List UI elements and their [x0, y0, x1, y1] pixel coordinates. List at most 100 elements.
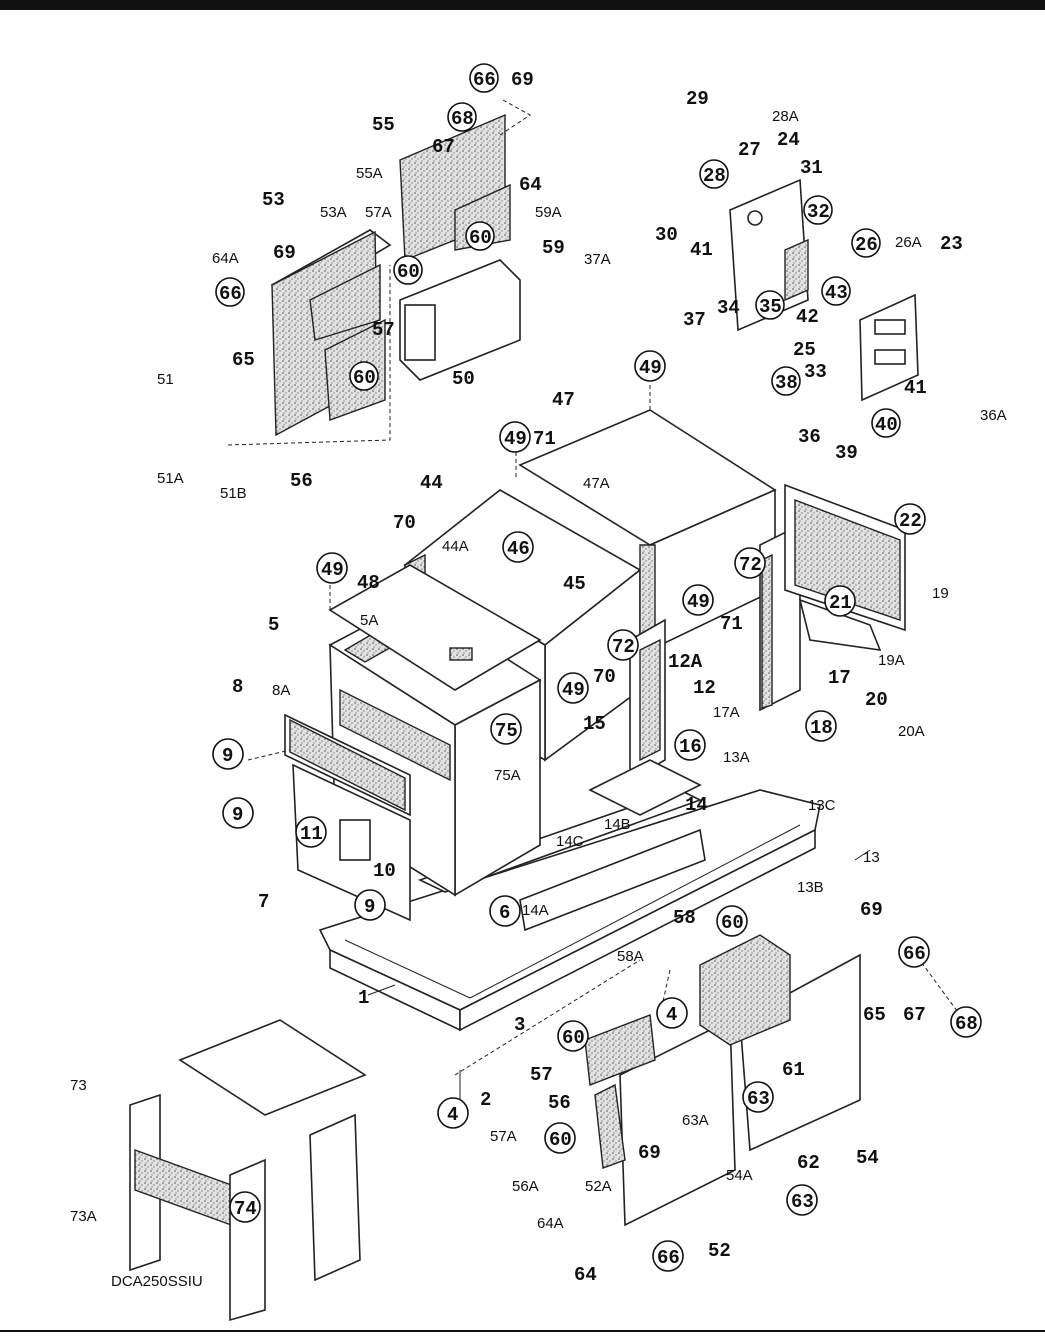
label-6: 6 [499, 902, 510, 924]
label-12A: 12A [668, 651, 703, 673]
label-13B: 13B [797, 879, 824, 896]
label-14: 14 [685, 794, 708, 816]
label-29: 29 [686, 88, 709, 110]
label-18: 18 [810, 717, 833, 739]
label-56A: 56A [512, 1178, 539, 1195]
label-19: 19 [932, 585, 949, 602]
label-66-circle: 66 [473, 69, 496, 91]
label-56: 56 [290, 470, 313, 492]
label-68: 68 [451, 108, 474, 130]
label-33: 33 [804, 361, 827, 383]
label-35: 35 [759, 296, 782, 318]
label-5: 5 [268, 614, 279, 636]
label-66-b: 66 [219, 283, 242, 305]
label-13: 13 [863, 849, 880, 866]
footer-rule [0, 1330, 1045, 1332]
label-65-b: 65 [863, 1004, 886, 1026]
label-34: 34 [717, 297, 740, 319]
label-63-a: 63 [747, 1088, 770, 1110]
label-16: 16 [679, 736, 702, 758]
label-37A: 37A [584, 251, 611, 268]
label-43: 43 [825, 282, 848, 304]
label-69: 69 [511, 69, 534, 91]
label-11: 11 [300, 823, 323, 845]
model-caption: DCA250SSIU [111, 1273, 203, 1290]
label-20: 20 [865, 689, 888, 711]
label-49-e: 49 [562, 679, 585, 701]
label-66-d: 66 [657, 1247, 680, 1269]
label-73: 73 [70, 1077, 87, 1094]
label-54A: 54A [726, 1167, 753, 1184]
label-49-a: 49 [639, 357, 662, 379]
label-47: 47 [552, 389, 575, 411]
label-75: 75 [495, 720, 518, 742]
label-49-b: 49 [504, 428, 527, 450]
label-52A: 52A [585, 1178, 612, 1195]
label-64: 64 [519, 174, 542, 196]
label-24: 24 [777, 129, 800, 151]
label-9-b: 9 [232, 804, 243, 826]
roof-panel-48 [328, 564, 542, 691]
label-57-b: 57 [530, 1064, 553, 1086]
label-64-b: 64 [574, 1264, 597, 1286]
label-72-a: 72 [739, 554, 762, 576]
label-58A: 58A [617, 948, 644, 965]
base-frame [318, 789, 821, 1032]
label-14A: 14A [522, 902, 549, 919]
label-60-b: 60 [397, 261, 420, 283]
label-67: 67 [432, 136, 455, 158]
label-17A: 17A [713, 704, 740, 721]
label-41-a: 41 [690, 239, 713, 261]
label-1: 1 [358, 987, 369, 1009]
label-38: 38 [775, 372, 798, 394]
part-labels: 66 69 68 55 67 64 55A 53 53A 57A 59A 60 … [70, 63, 1007, 1290]
door-52 [619, 1018, 736, 1227]
panel-19 [784, 483, 906, 632]
label-71-a: 71 [533, 428, 556, 450]
panel-8 [284, 713, 411, 817]
label-9-a: 9 [222, 745, 233, 767]
label-26A: 26A [895, 234, 922, 251]
box-58 [699, 934, 791, 1046]
label-13A: 13A [723, 749, 750, 766]
label-51A: 51A [157, 470, 184, 487]
label-40: 40 [875, 414, 898, 436]
panel-23 [859, 293, 919, 402]
label-21: 21 [829, 592, 852, 614]
label-19A: 19A [878, 652, 905, 669]
label-62: 62 [797, 1152, 820, 1174]
label-22: 22 [899, 510, 922, 532]
label-5A: 5A [360, 612, 378, 629]
label-61: 61 [782, 1059, 805, 1081]
label-25: 25 [793, 339, 816, 361]
label-49-d: 49 [687, 591, 710, 613]
label-73A: 73A [70, 1208, 97, 1225]
label-53: 53 [262, 189, 285, 211]
label-53A: 53A [320, 204, 347, 221]
label-57A: 57A [365, 204, 392, 221]
label-64A-b: 64A [537, 1215, 564, 1232]
label-57A-b: 57A [490, 1128, 517, 1145]
label-51B: 51B [220, 485, 247, 502]
label-57: 57 [372, 319, 395, 341]
label-45: 45 [563, 573, 586, 595]
label-69-d: 69 [638, 1142, 661, 1164]
label-63A: 63A [682, 1112, 709, 1129]
label-36A: 36A [980, 407, 1007, 424]
label-59A: 59A [535, 204, 562, 221]
label-68-b: 68 [955, 1013, 978, 1035]
label-37: 37 [683, 309, 706, 331]
label-47A: 47A [583, 475, 610, 492]
label-28A: 28A [772, 108, 799, 125]
label-36: 36 [798, 426, 821, 448]
label-26: 26 [855, 234, 878, 256]
label-31: 31 [800, 157, 823, 179]
label-4-a: 4 [666, 1004, 677, 1026]
label-3: 3 [514, 1014, 525, 1036]
label-75A: 75A [494, 767, 521, 784]
label-58: 58 [673, 907, 696, 929]
label-8: 8 [232, 676, 243, 698]
label-7: 7 [258, 891, 269, 913]
label-14B: 14B [604, 816, 631, 833]
label-55A: 55A [356, 165, 383, 182]
